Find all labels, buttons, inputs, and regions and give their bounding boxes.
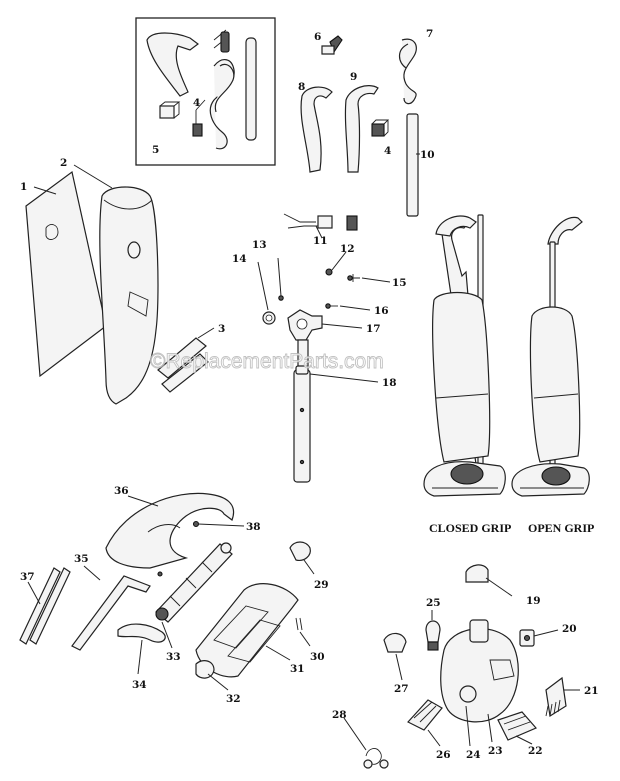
part-label-25: 25 (426, 597, 441, 609)
part-label-13: 13 (252, 239, 267, 251)
part-label-30: 30 (310, 651, 325, 663)
part-label-10: 10 (420, 149, 435, 161)
part-label-23: 23 (488, 745, 503, 757)
part-label-27: 27 (394, 683, 409, 695)
part-label-7: 7 (426, 28, 433, 40)
nozzle-parts (19, 492, 311, 679)
part-label-4-kit: 4 (193, 97, 200, 109)
part-label-18: 18 (382, 377, 397, 389)
part-label-34: 34 (132, 679, 147, 691)
part-label-3: 3 (218, 323, 225, 335)
part-label-26: 26 (436, 749, 451, 761)
bag-parts (25, 170, 209, 405)
part-label-28: 28 (332, 709, 347, 721)
motor-parts (363, 564, 567, 769)
part-label-11: 11 (313, 235, 328, 247)
part-label-20: 20 (562, 623, 577, 635)
part-label-35: 35 (74, 553, 89, 565)
assembled-vacuum-open (511, 216, 590, 497)
part-label-5: 5 (152, 144, 159, 156)
part-label-19: 19 (526, 595, 541, 607)
part-label-22: 22 (528, 745, 543, 757)
kit-box (135, 17, 276, 166)
part-label-1: 1 (20, 181, 27, 193)
assembled-vacuum-closed (423, 214, 506, 497)
part-label-15: 15 (392, 277, 407, 289)
part-label-16: 16 (374, 305, 389, 317)
watermark-text: ©ReplacementParts.com (150, 350, 384, 373)
part-label-31: 31 (290, 663, 305, 675)
handle-parts (300, 35, 419, 217)
leader-lines (27, 153, 580, 751)
part-label-38: 38 (246, 521, 261, 533)
part-label-12: 12 (340, 243, 355, 255)
part-label-4: 4 (384, 145, 391, 157)
part-label-2: 2 (60, 157, 67, 169)
part-label-9: 9 (350, 71, 357, 83)
column-parts (262, 213, 360, 483)
part-number-labels: 1 2 3 4 4 5 6 7 8 9 10 11 12 13 14 15 16… (20, 28, 599, 761)
part-label-33: 33 (166, 651, 181, 663)
part-label-6: 6 (314, 31, 321, 43)
part-label-14: 14 (232, 253, 247, 265)
part-label-17: 17 (366, 323, 381, 335)
part-label-32: 32 (226, 693, 241, 705)
part-label-24: 24 (466, 749, 481, 761)
caption-closed-grip: CLOSED GRIP (429, 521, 511, 535)
part-label-37: 37 (20, 571, 35, 583)
caption-open-grip: OPEN GRIP (528, 521, 594, 535)
part-label-21: 21 (584, 685, 599, 697)
part-label-8: 8 (298, 81, 305, 93)
part-label-29: 29 (314, 579, 329, 591)
part-label-36: 36 (114, 485, 129, 497)
